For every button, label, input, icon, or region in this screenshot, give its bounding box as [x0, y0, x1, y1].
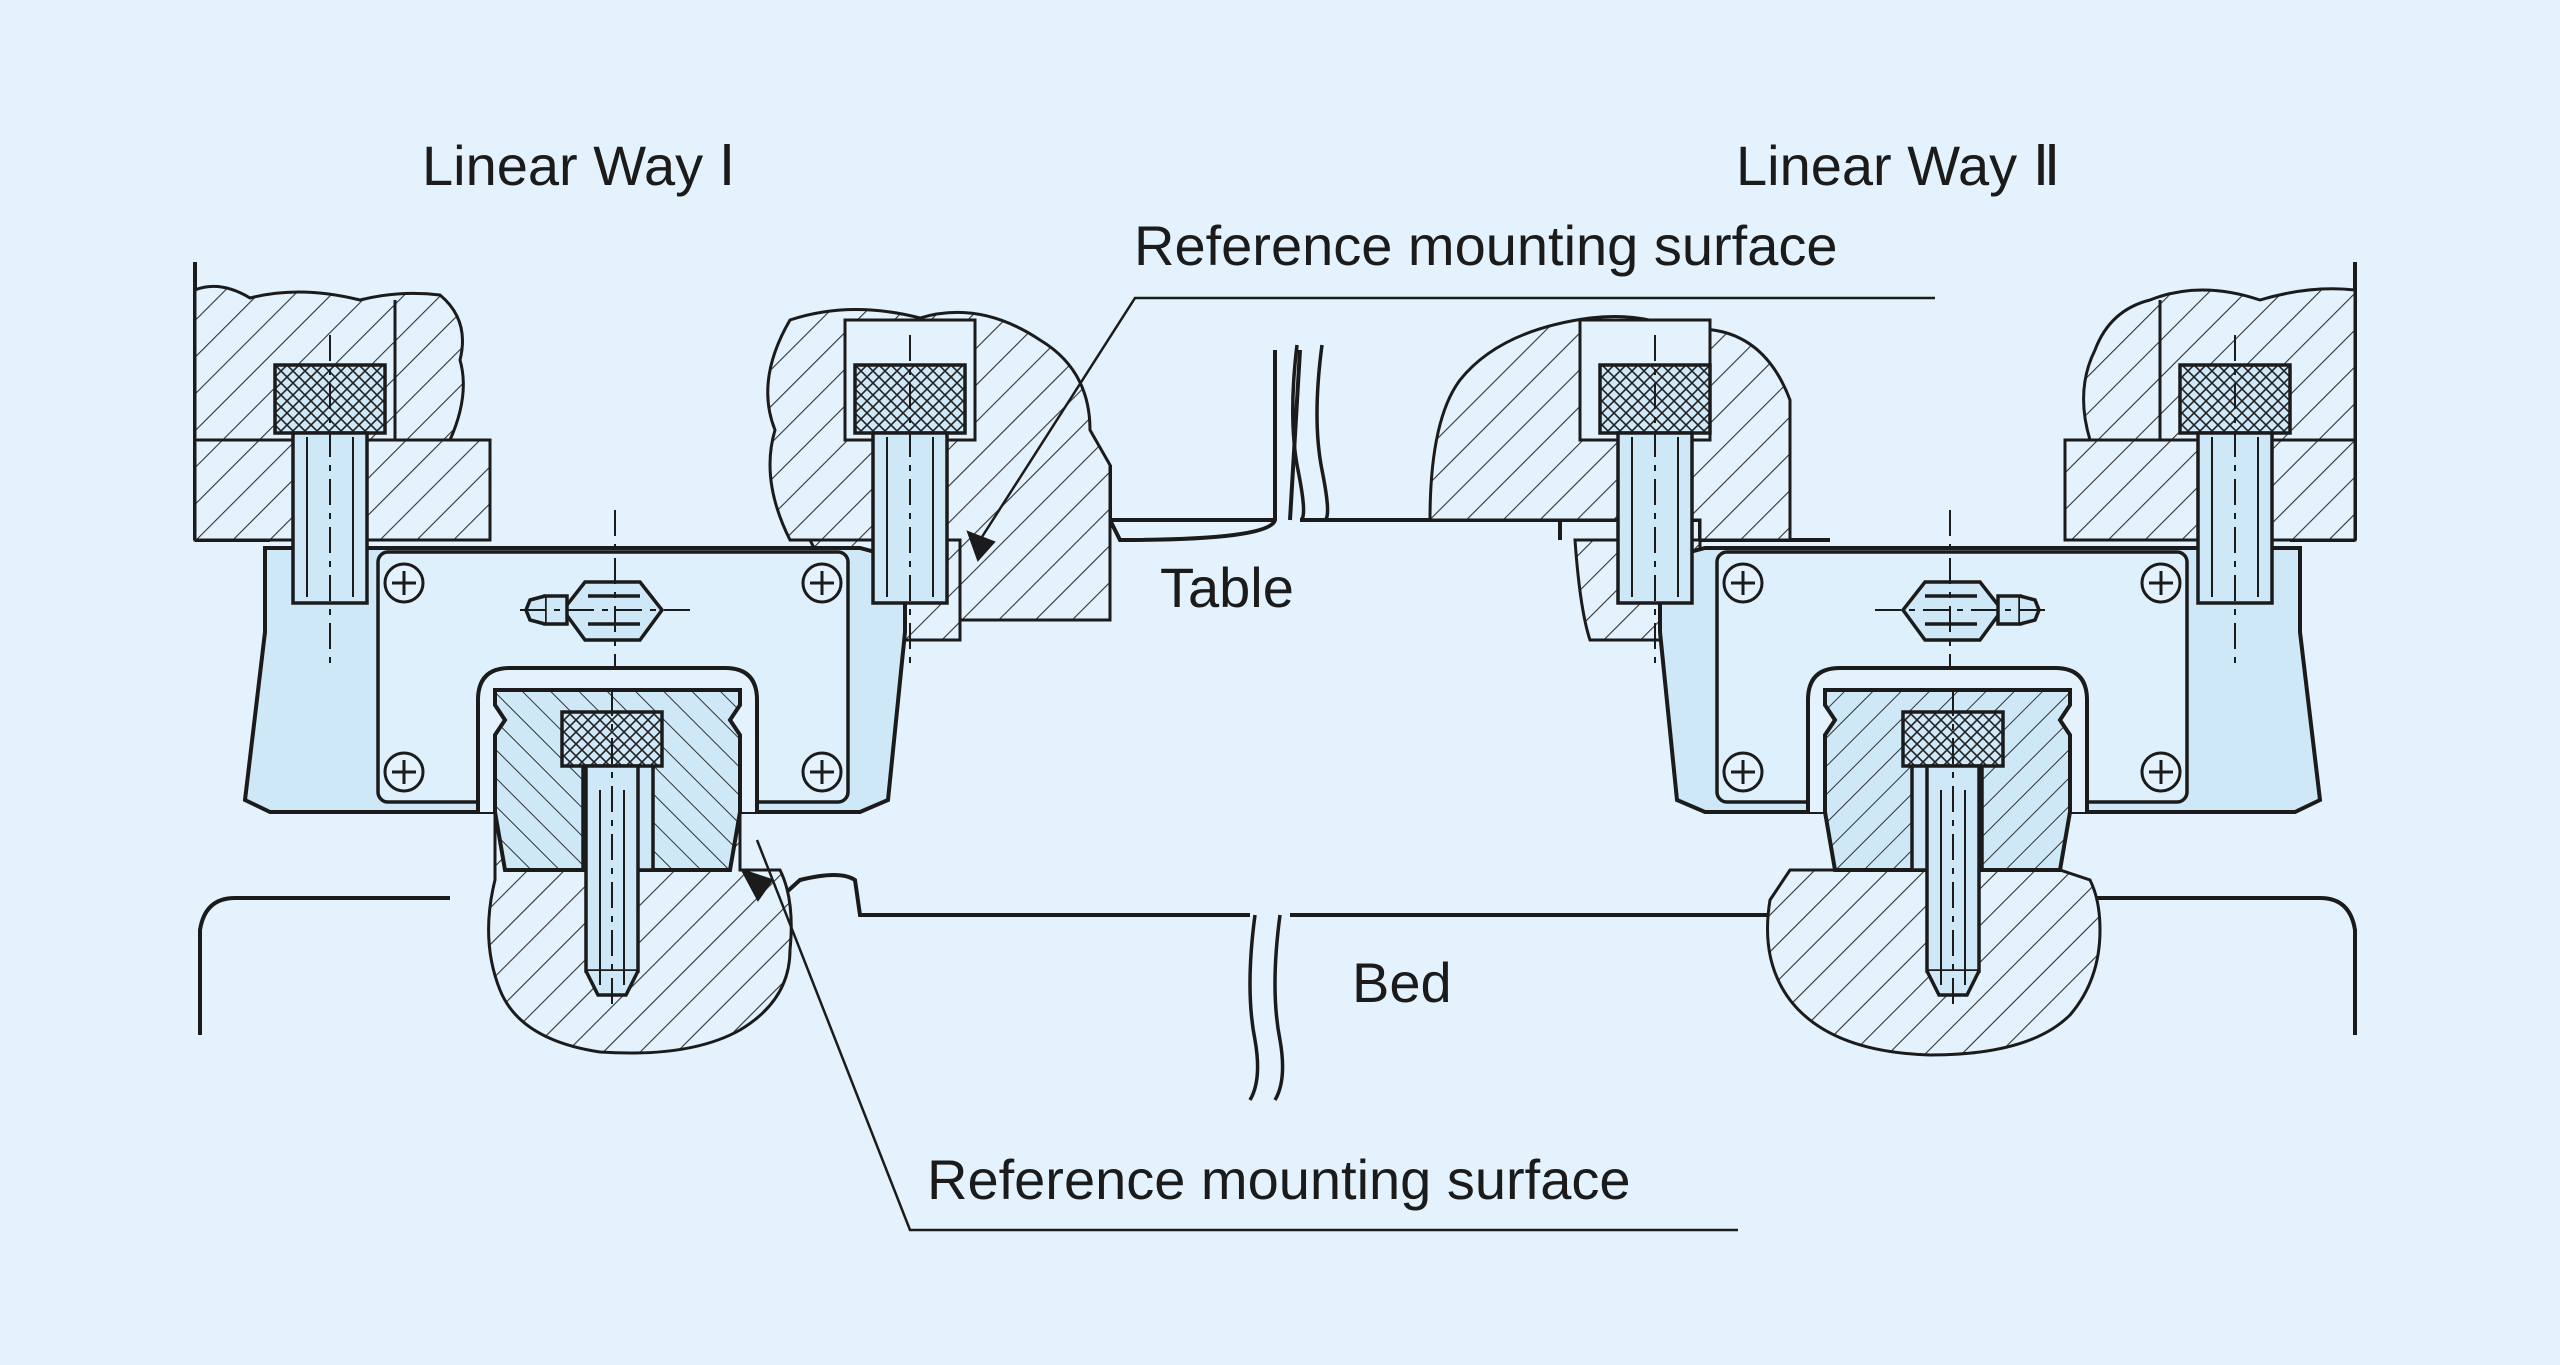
reference-mounting-surface-top-label: Reference mounting surface [1134, 214, 1838, 277]
bed-outline [198, 873, 2357, 1035]
table-outline [193, 262, 2357, 543]
linear-way-2-label: Linear Way Ⅱ [1736, 134, 2061, 197]
table-label: Table [1160, 556, 1294, 619]
linear-way-1-label: Linear Way Ⅰ [422, 134, 736, 197]
bed-label: Bed [1352, 951, 1452, 1014]
reference-mounting-surface-bottom-label: Reference mounting surface [927, 1148, 1631, 1211]
